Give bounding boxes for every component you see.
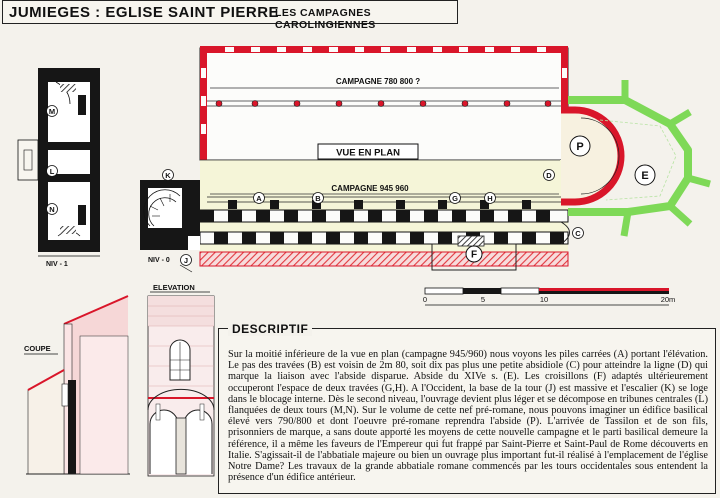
scale-tick-0: 0 bbox=[423, 295, 427, 304]
section-coupe: COUPE bbox=[24, 295, 130, 475]
marker-h: H bbox=[487, 194, 492, 203]
elevation-label: ELEVATION bbox=[153, 283, 195, 292]
marker-c: C bbox=[575, 229, 581, 238]
description-title: DESCRIPTIF bbox=[228, 322, 313, 336]
campaign-top-label-group: CAMPAGNE 780 800 ? bbox=[210, 74, 559, 89]
marker-m: M bbox=[49, 107, 55, 116]
apse-p-wall bbox=[561, 106, 625, 206]
apse-p-floor bbox=[561, 112, 619, 200]
marker-a: A bbox=[256, 194, 262, 203]
description-box bbox=[218, 328, 716, 494]
campaign-mid-label: CAMPAGNE 945 960 bbox=[331, 184, 409, 193]
scale-bar: 0 5 10 20m bbox=[423, 287, 676, 306]
marker-f: F bbox=[471, 250, 477, 261]
page-title: JUMIEGES : EGLISE SAINT PIERRE bbox=[9, 4, 280, 21]
marker-g: G bbox=[452, 194, 458, 203]
red-wall-openings bbox=[201, 47, 567, 134]
page-subtitle: LES CAMPAGNES CAROLINGIENNES bbox=[275, 7, 376, 31]
view-label-box bbox=[317, 143, 419, 160]
marker-d: D bbox=[546, 171, 552, 180]
description-text: Sur la moitié inférieure de la vue en pl… bbox=[228, 349, 708, 484]
title-box: JUMIEGES : EGLISE SAINT PIERRE LES CAMPA… bbox=[2, 0, 458, 31]
niv0-label: NIV - 0 bbox=[148, 257, 170, 264]
main-plan: CAMPAGNE 780 800 ? CAMPAGNE 945 960 VUE … bbox=[140, 46, 711, 273]
tower-j-label: J bbox=[184, 256, 188, 265]
hatched-strip bbox=[199, 251, 569, 267]
marker-b: B bbox=[315, 194, 321, 203]
niv1-label: NIV - 1 bbox=[46, 261, 68, 268]
tower-plan-niv1: M L N NIV - 1 bbox=[17, 68, 100, 268]
coupe-label: COUPE bbox=[24, 344, 51, 353]
marker-p: P bbox=[576, 141, 583, 153]
marker-n: N bbox=[49, 205, 54, 214]
marker-l: L bbox=[50, 167, 55, 176]
west-tower-j: K J bbox=[140, 169, 200, 273]
plan-letter-markers: A B G H D C F P E bbox=[253, 135, 656, 263]
marker-k: K bbox=[165, 171, 171, 180]
apse-e-green bbox=[568, 80, 711, 237]
view-label: VUE EN PLAN bbox=[336, 148, 400, 159]
elevation-drawing: ELEVATION bbox=[147, 283, 215, 477]
lower-wall-black bbox=[200, 200, 564, 244]
campaign-mid-label-group: CAMPAGNE 945 960 bbox=[210, 181, 559, 195]
marker-e: E bbox=[641, 170, 648, 182]
absidiole-c bbox=[560, 221, 570, 245]
upper-column-dots bbox=[215, 100, 552, 107]
campaign-top-label: CAMPAGNE 780 800 ? bbox=[336, 77, 420, 86]
scale-tick-10: 10 bbox=[540, 295, 548, 304]
scale-tick-20: 20m bbox=[661, 295, 676, 304]
scale-tick-5: 5 bbox=[481, 295, 485, 304]
